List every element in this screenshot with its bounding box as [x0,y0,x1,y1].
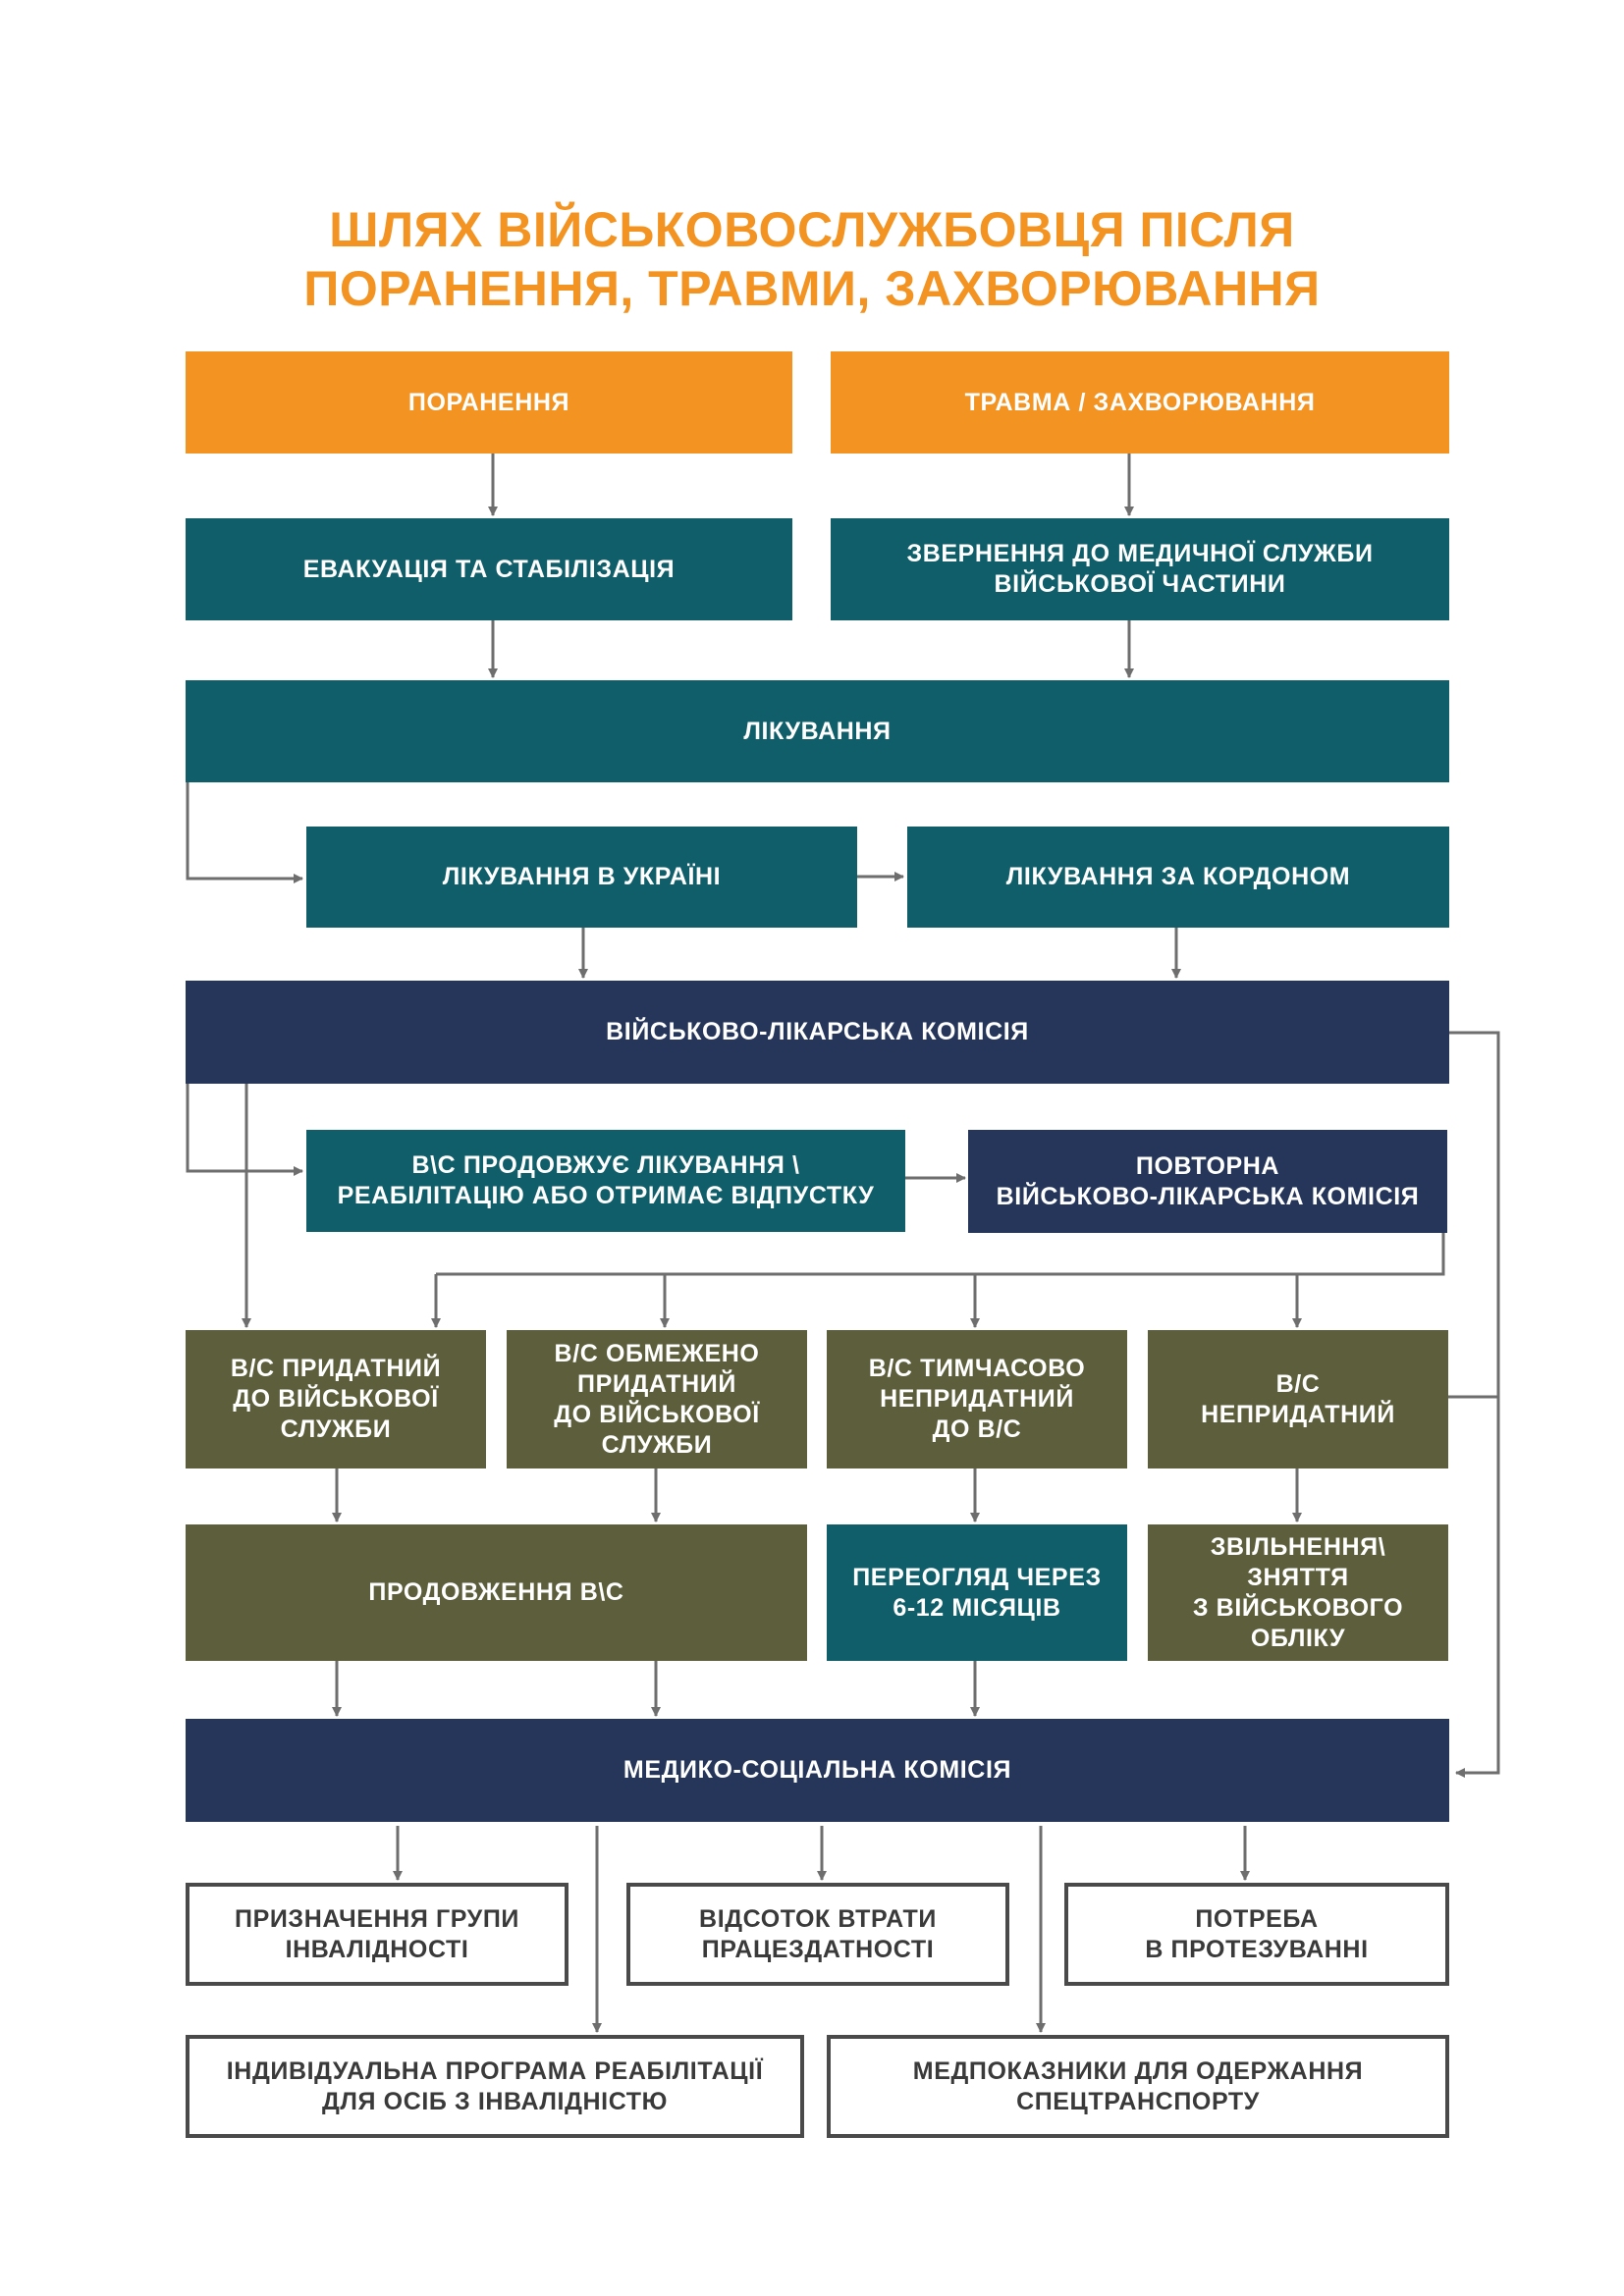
continue-treatment-box: В\С ПРОДОВЖУЄ ЛІКУВАННЯ \ РЕАБІЛІТАЦІЮ А… [306,1130,905,1232]
unfit-box: В/С НЕПРИДАТНИЙ [1148,1330,1448,1468]
treatment-ukraine-box: ЛІКУВАННЯ В УКРАЇНІ [306,827,857,928]
arrow-vlk-continue [186,1084,303,1176]
prosthetics-box: ПОТРЕБА В ПРОТЕЗУВАННІ [1064,1883,1449,1986]
appeal-box: ЗВЕРНЕННЯ ДО МЕДИЧНОЇ СЛУЖБИ ВІЙСЬКОВОЇ … [831,518,1449,620]
arrow-vlk-bypass-msk [1448,1031,1500,1778]
continue-service-box: ПРОДОВЖЕННЯ В\С [186,1524,807,1661]
transport-box: МЕДПОКАЗНИКИ ДЛЯ ОДЕРЖАННЯ СПЕЦТРАНСПОРТ… [827,2035,1449,2138]
rehab-program-box: ІНДИВІДУАЛЬНА ПРОГРАМА РЕАБІЛІТАЦІЇ ДЛЯ … [186,2035,804,2138]
treatment-abroad-box: ЛІКУВАННЯ ЗА КОРДОНОМ [907,827,1449,928]
fit-box: В/С ПРИДАТНИЙ ДО ВІЙСЬКОВОЇ СЛУЖБИ [186,1330,486,1468]
work-capacity-box: ВІДСОТОК ВТРАТИ ПРАЦЕЗДАТНОСТІ [626,1883,1009,1986]
vlk-box: ВІЙСЬКОВО-ЛІКАРСЬКА КОМІСІЯ [186,981,1449,1084]
page-title-line-1: ШЛЯХ ВІЙСЬКОВОСЛУЖБОВЦЯ ПІСЛЯ [329,202,1295,257]
temp-unfit-box: В/С ТИМЧАСОВО НЕПРИДАТНИЙ ДО В/С [827,1330,1127,1468]
line-repeat-distribution [436,1233,1445,1276]
trauma-box: ТРАВМА / ЗАХВОРЮВАННЯ [831,351,1449,454]
evacuation-box: ЕВАКУАЦІЯ ТА СТАБІЛІЗАЦІЯ [186,518,792,620]
page-title-line-2: ПОРАНЕННЯ, ТРАВМИ, ЗАХВОРЮВАННЯ [303,261,1321,316]
injury-box: ПОРАНЕННЯ [186,351,792,454]
discharge-box: ЗВІЛЬНЕННЯ\ ЗНЯТТЯ З ВІЙСЬКОВОГО ОБЛІКУ [1148,1524,1448,1661]
disability-group-box: ПРИЗНАЧЕННЯ ГРУПИ ІНВАЛІДНОСТІ [186,1883,568,1986]
arrow-treatment-ukraine [186,768,303,883]
limited-fit-box: В/С ОБМЕЖЕНО ПРИДАТНИЙ ДО ВІЙСЬКОВОЇ СЛУ… [507,1330,807,1468]
msk-box: МЕДИКО-СОЦІАЛЬНА КОМІСІЯ [186,1719,1449,1822]
treatment-box: ЛІКУВАННЯ [186,680,1449,782]
review-box: ПЕРЕОГЛЯД ЧЕРЕЗ 6-12 МІСЯЦІВ [827,1524,1127,1661]
repeat-vlk-box: ПОВТОРНА ВІЙСЬКОВО-ЛІКАРСЬКА КОМІСІЯ [968,1130,1447,1233]
